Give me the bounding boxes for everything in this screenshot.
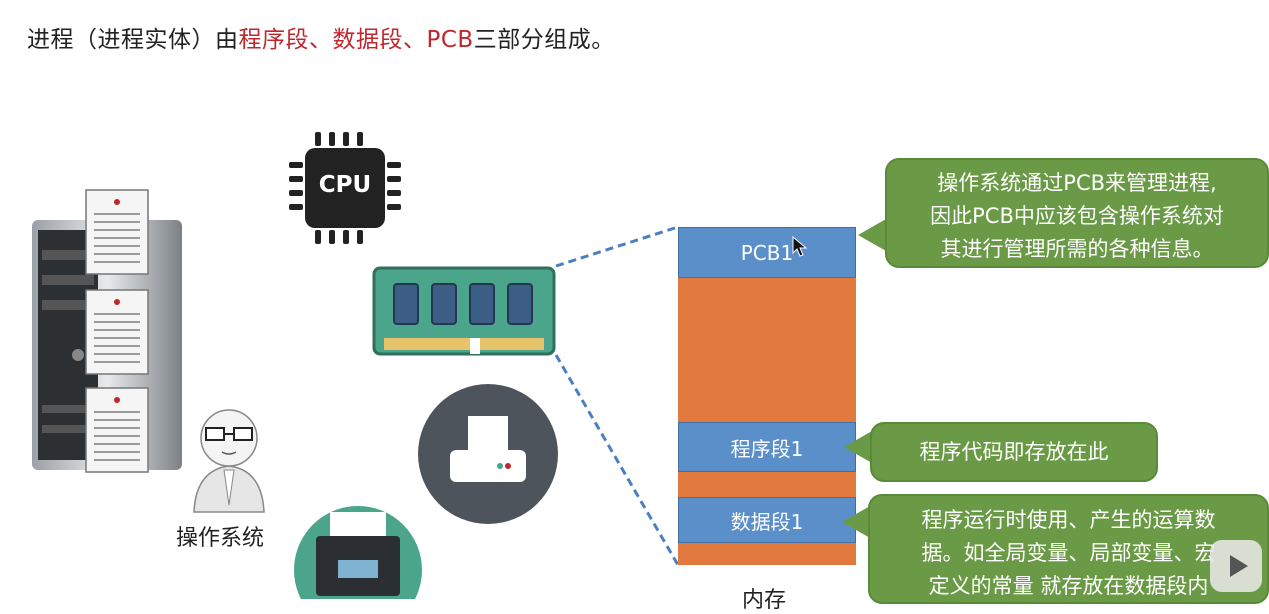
heading-part-program: 程序段: [238, 27, 309, 53]
data-note-line-3: 定义的常量 就存放在数据段内: [928, 574, 1209, 598]
program-note-pointer: [844, 431, 872, 463]
office-printer-icon: [294, 506, 422, 599]
pcb-note-line-1: 操作系统通过PCB来管理进程,: [937, 171, 1217, 195]
memory-pcb-label: PCB1: [740, 240, 794, 265]
os-label: 操作系统: [176, 526, 265, 551]
data-note-line-1: 程序运行时使用、产生的运算数: [921, 508, 1216, 532]
operator-person-icon: [193, 409, 265, 513]
heading-sep-1: 、: [309, 27, 333, 53]
connector-lines: [554, 225, 680, 566]
page-heading: 进程（进程实体）由程序段、数据段、PCB三部分组成。: [27, 20, 615, 54]
cpu-label: CPU: [318, 172, 372, 198]
heading-part-pcb: PCB: [426, 27, 474, 53]
play-button[interactable]: [1210, 540, 1262, 592]
memory-bottom-area: [678, 543, 856, 565]
data-note-line-2: 据。如全局变量、局部变量、宏: [921, 541, 1216, 565]
play-icon: [1230, 555, 1248, 577]
mouse-cursor-icon: [792, 236, 808, 257]
memory-free-area: [678, 278, 856, 422]
printer-icon: [418, 384, 558, 524]
memory-data-label: 数据段1: [730, 509, 804, 534]
pcb-note-line-2: 因此PCB中应该包含操作系统对: [930, 204, 1224, 228]
heading-suffix: 三部分组成。: [473, 27, 615, 53]
heading-part-data: 数据段: [332, 27, 403, 53]
memory-gap-area: [678, 472, 856, 497]
program-note-text: 程序代码即存放在此: [919, 440, 1109, 464]
memory-program-block: 程序段1: [678, 422, 856, 472]
pcb-note-line-3: 其进行管理所需的各种信息。: [940, 237, 1214, 261]
pcb-note-pointer: [858, 219, 886, 251]
program-note: 程序代码即存放在此: [870, 422, 1158, 482]
heading-prefix: 进程（进程实体）由: [27, 27, 239, 53]
pcb-note: 操作系统通过PCB来管理进程, 因此PCB中应该包含操作系统对 其进行管理所需的…: [885, 158, 1269, 268]
data-note: 程序运行时使用、产生的运算数 据。如全局变量、局部变量、宏 定义的常量 就存放在…: [868, 494, 1269, 604]
server-icon: [32, 189, 182, 473]
ram-module-icon: [372, 266, 556, 356]
cpu-icon: [289, 132, 401, 244]
memory-program-label: 程序段1: [730, 436, 804, 461]
data-note-pointer: [842, 506, 870, 538]
memory-data-block: 数据段1: [678, 497, 856, 543]
memory-caption: 内存: [742, 588, 787, 613]
heading-sep-2: 、: [403, 27, 427, 53]
memory-pcb-block: PCB1: [678, 227, 856, 278]
